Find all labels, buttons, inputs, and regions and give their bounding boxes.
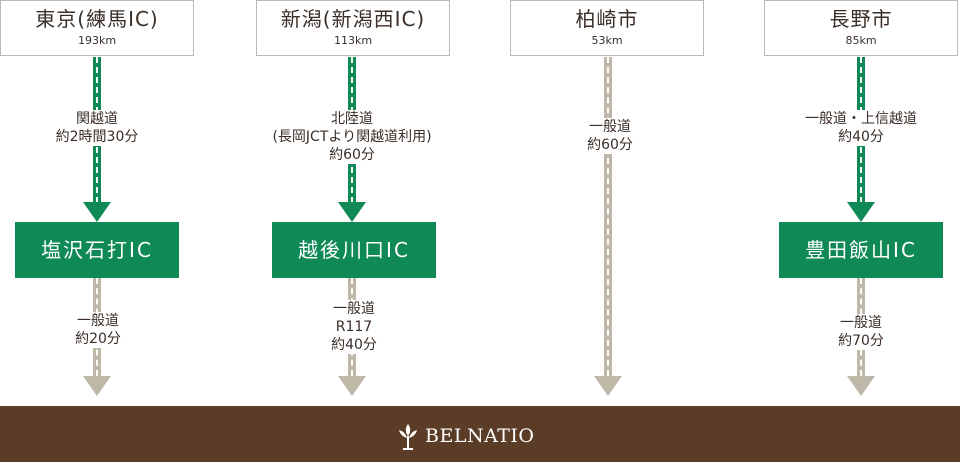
route-label-niigata-lower: 一般道 R117 約40分 — [322, 300, 386, 354]
route-note: (長岡JCTより関越道利用) — [272, 129, 432, 145]
arrow-down-icon — [83, 202, 111, 222]
route-time: 約60分 — [329, 147, 375, 163]
route-road: 関越道 — [76, 111, 118, 127]
route-time: 約40分 — [838, 129, 884, 145]
origin-niigata: 新潟(新潟西IC) 113km — [256, 0, 450, 56]
route-time: 約2時間30分 — [55, 129, 139, 145]
route-label-tokyo-upper: 関越道 約2時間30分 — [46, 110, 148, 146]
route-label-tokyo-lower: 一般道 約20分 — [66, 312, 130, 348]
route-time: 約60分 — [587, 137, 633, 153]
arrow-down-icon — [83, 376, 111, 396]
origin-niigata-distance: 113km — [333, 34, 373, 47]
route-label-kashiwazaki: 一般道 約60分 — [578, 118, 642, 154]
route-label-niigata-upper: 北陸道 (長岡JCTより関越道利用) 約60分 — [254, 110, 450, 164]
leaf-emblem-icon — [399, 424, 417, 450]
interchange-shiozawa-ishiuchi: 塩沢石打IC — [15, 222, 179, 278]
interchange-echigo-kawaguchi: 越後川口IC — [272, 222, 436, 278]
brand-logo: BELNATIO — [397, 421, 535, 451]
route-label-nagano-lower: 一般道 約70分 — [829, 314, 893, 350]
route-label-nagano-upper: 一般道・上信越道 約40分 — [791, 110, 931, 146]
arrow-down-icon — [338, 202, 366, 222]
route-road: 一般道・上信越道 — [805, 111, 917, 127]
origin-kashiwazaki-name: 柏崎市 — [575, 7, 639, 31]
route-time: 約20分 — [75, 331, 121, 347]
kashiwazaki-local-arrow-shaft — [604, 57, 612, 376]
arrow-down-icon — [847, 376, 875, 396]
arrow-down-icon — [847, 202, 875, 222]
route-time: 約70分 — [838, 333, 884, 349]
origin-kashiwazaki-distance: 53km — [591, 34, 623, 47]
origin-nagano: 長野市 85km — [764, 0, 958, 56]
origin-tokyo-distance: 193km — [77, 34, 117, 47]
origin-tokyo: 東京(練馬IC) 193km — [0, 0, 194, 56]
brand-name: BELNATIO — [425, 425, 535, 447]
route-number: R117 — [335, 319, 373, 335]
route-road: 一般道 — [77, 313, 119, 329]
route-time: 約40分 — [331, 337, 377, 353]
route-road: 一般道 — [333, 301, 375, 317]
route-road: 北陸道 — [331, 111, 373, 127]
arrow-down-icon — [338, 376, 366, 396]
arrow-down-icon — [594, 376, 622, 396]
origin-nagano-distance: 85km — [845, 34, 877, 47]
route-road: 一般道 — [589, 119, 631, 135]
interchange-toyoda-iiyama: 豊田飯山IC — [779, 222, 943, 278]
origin-niigata-name: 新潟(新潟西IC) — [280, 7, 426, 31]
origin-kashiwazaki: 柏崎市 53km — [510, 0, 704, 56]
origin-nagano-name: 長野市 — [829, 7, 893, 31]
destination-bar — [0, 406, 960, 462]
route-road: 一般道 — [840, 315, 882, 331]
origin-tokyo-name: 東京(練馬IC) — [35, 7, 159, 31]
